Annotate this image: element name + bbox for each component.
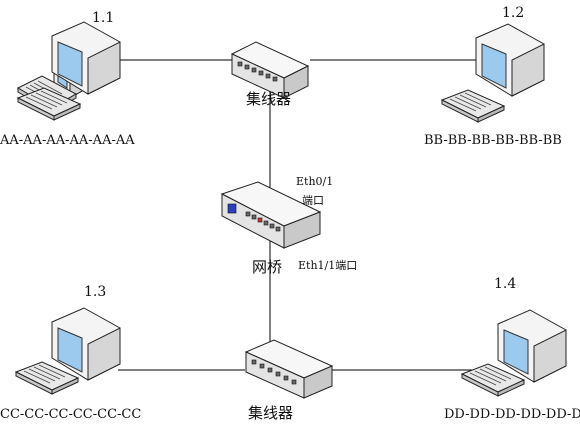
bridge-port-label: 端口 [302,194,324,207]
host-label: 1.1 [92,10,114,26]
bridge-port-light [227,203,237,214]
hub-label: 集线器 [248,404,293,422]
mac-address: BB-BB-BB-BB-BB-BB [424,133,562,148]
hub-icon [244,339,334,399]
host-label: 1.4 [494,276,516,292]
bridge-port-label: Eth1/1端口 [298,259,357,272]
computer-monitor-front [497,309,567,383]
keyboard-icon [460,363,526,397]
bridge-label: 网桥 [252,258,282,276]
computer-monitor-front [51,21,121,95]
computer-monitor-front [51,307,121,381]
mac-address: CC-CC-CC-CC-CC-CC [0,407,141,422]
mac-address: AA-AA-AA-AA-AA-AA [0,133,135,148]
bridge-port-label: Eth0/1 [296,175,333,188]
keyboard-icon [440,89,506,123]
computer-monitor-front [475,23,545,97]
host-label: 1.2 [502,5,524,21]
keyboard-icon [14,361,80,395]
bridge-icon [220,181,322,249]
keyboard-icon [16,87,82,121]
mac-address: DD-DD-DD-DD-DD-DD [444,407,580,422]
hub-label: 集线器 [246,90,291,108]
host-label: 1.3 [84,284,106,300]
